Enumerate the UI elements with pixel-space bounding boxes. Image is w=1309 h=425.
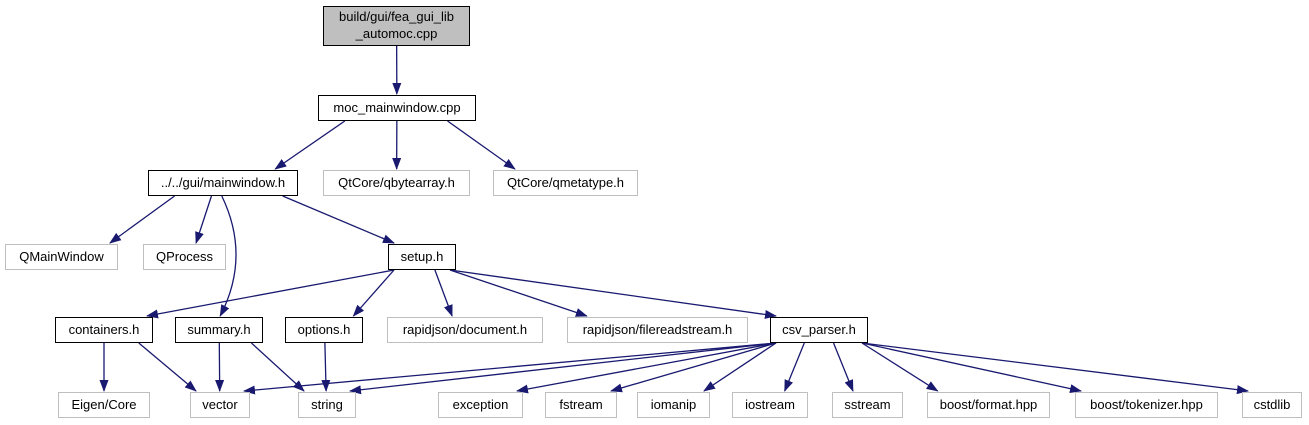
edge-csv_parser-to-exception bbox=[516, 342, 777, 394]
edge-mainwindow-to-summary bbox=[219, 195, 237, 317]
edge-setup-to-options bbox=[352, 269, 395, 317]
graph-node-boost_tokenizer: boost/tokenizer.hpp bbox=[1075, 392, 1218, 418]
graph-node-rapidjson_document: rapidjson/document.h bbox=[387, 317, 543, 343]
edge-mainwindow-to-qprocess bbox=[195, 195, 213, 244]
edge-summary-to-string bbox=[250, 342, 305, 392]
graph-node-options[interactable]: options.h bbox=[285, 317, 363, 343]
graph-node-cstdlib: cstdlib bbox=[1242, 392, 1302, 418]
graph-node-iomanip: iomanip bbox=[637, 392, 710, 418]
graph-node-containers[interactable]: containers.h bbox=[55, 317, 153, 343]
edge-csv_parser-to-boost_format bbox=[861, 342, 939, 392]
edge-csv_parser-to-vector bbox=[243, 342, 777, 395]
graph-node-automoc: build/gui/fea_gui_lib _automoc.cpp bbox=[323, 6, 470, 46]
edge-csv_parser-to-boost_tokenizer bbox=[861, 342, 1082, 394]
graph-node-sstream: sstream bbox=[832, 392, 903, 418]
edge-moc_mainwindow-to-mainwindow bbox=[274, 120, 346, 170]
graph-node-moc_mainwindow[interactable]: moc_mainwindow.cpp bbox=[318, 95, 476, 121]
edge-containers-to-vector bbox=[138, 342, 197, 392]
graph-node-iostream: iostream bbox=[732, 392, 808, 418]
graph-node-vector: vector bbox=[190, 392, 250, 418]
edge-mainwindow-to-setup bbox=[282, 195, 395, 244]
graph-node-qprocess: QProcess bbox=[143, 244, 226, 270]
edge-csv_parser-to-iomanip bbox=[703, 342, 777, 392]
edge-setup-to-rapidjson_document bbox=[434, 269, 453, 317]
edge-csv_parser-to-sstream bbox=[832, 342, 854, 392]
graph-node-string: string bbox=[298, 392, 356, 418]
graph-node-rapidjson_filereadstream: rapidjson/filereadstream.h bbox=[567, 317, 748, 343]
graph-node-boost_format: boost/format.hpp bbox=[927, 392, 1050, 418]
graph-node-qbytearray: QtCore/qbytearray.h bbox=[323, 170, 470, 196]
graph-node-qmetatype: QtCore/qmetatype.h bbox=[493, 170, 638, 196]
graph-node-exception: exception bbox=[438, 392, 523, 418]
edge-csv_parser-to-fstream bbox=[610, 342, 777, 393]
edge-csv_parser-to-string bbox=[349, 342, 777, 395]
graph-node-qmainwindow: QMainWindow bbox=[5, 244, 118, 270]
graph-node-csv_parser[interactable]: csv_parser.h bbox=[770, 317, 868, 343]
graph-node-eigen_core: Eigen/Core bbox=[58, 392, 150, 418]
graph-node-mainwindow[interactable]: ../../gui/mainwindow.h bbox=[148, 170, 298, 196]
edge-mainwindow-to-qmainwindow bbox=[109, 195, 175, 244]
graph-node-fstream: fstream bbox=[545, 392, 617, 418]
edge-csv_parser-to-cstdlib bbox=[861, 342, 1249, 395]
graph-node-setup[interactable]: setup.h bbox=[388, 244, 456, 270]
graph-node-summary[interactable]: summary.h bbox=[175, 317, 263, 343]
edge-moc_mainwindow-to-qmetatype bbox=[447, 120, 516, 170]
edge-setup-to-containers bbox=[146, 269, 395, 319]
edge-setup-to-rapidjson_filereadstream bbox=[449, 269, 588, 317]
edge-csv_parser-to-iostream bbox=[784, 342, 805, 392]
edge-setup-to-csv_parser bbox=[449, 269, 777, 319]
